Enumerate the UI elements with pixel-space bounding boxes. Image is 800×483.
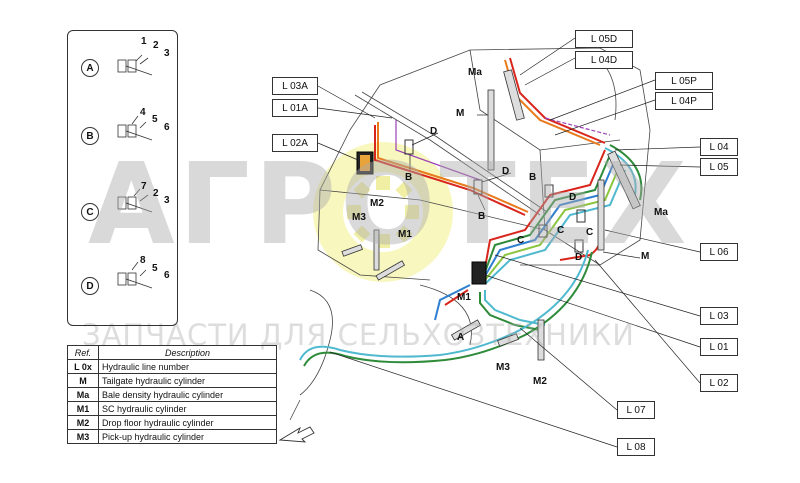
line-label-l08: L 08 <box>617 438 655 456</box>
pickup-cylinder-left <box>341 244 363 257</box>
key-num-a3: 3 <box>164 48 170 59</box>
key-letter-b: B <box>81 127 99 145</box>
legend-desc: Tailgate hydraulic cylinder <box>98 373 277 388</box>
key-num-b2: 5 <box>152 114 158 125</box>
baler-frame-outline <box>289 47 651 421</box>
tag-b-2: B <box>478 211 486 222</box>
direction-arrow-icon <box>278 426 315 443</box>
tailgate-cylinder-right <box>597 179 605 251</box>
tag-b-3: B <box>529 172 537 183</box>
key-letter-a: A <box>81 59 99 77</box>
legend-row: M3 Pick-up hydraulic cylinder <box>67 429 277 444</box>
watermark-gear-icon <box>313 142 453 282</box>
line-label-l03a: L 03A <box>272 77 318 95</box>
legend-ref: M <box>67 373 99 388</box>
key-num-a1: 1 <box>141 36 147 47</box>
line-label-l05d: L 05D <box>575 30 633 48</box>
legend-desc: Bale density hydraulic cylinder <box>98 387 277 402</box>
legend-ref: L 0x <box>67 359 99 374</box>
key-panel-sketches <box>117 54 153 289</box>
tag-m1-left: M1 <box>398 229 412 240</box>
key-letter-d: D <box>81 277 99 295</box>
drop-floor-cylinder-bottom <box>537 319 545 361</box>
connector-key-panel <box>67 30 178 326</box>
tag-a-bottom: A <box>457 332 465 343</box>
tag-c-2: C <box>557 225 565 236</box>
line-label-l05: L 05 <box>700 158 738 176</box>
legend-desc: Hydraulic line number <box>98 359 277 374</box>
legend-table: Ref. Description L 0x Hydraulic line num… <box>67 345 277 444</box>
sc-cylinder-bottom <box>450 319 482 341</box>
key-num-d1: 8 <box>140 255 146 266</box>
tag-m3-left: M3 <box>352 212 366 223</box>
legend-header-desc: Description <box>98 345 277 360</box>
legend-ref: Ma <box>67 387 99 402</box>
bale-density-cylinder-right <box>607 150 641 210</box>
tag-m1-bottom: M1 <box>457 292 471 303</box>
legend-row: M1 SC hydraulic cylinder <box>67 401 277 416</box>
tag-m2-left: M2 <box>370 198 384 209</box>
sc-cylinder-left <box>375 260 406 281</box>
tag-d-2: D <box>502 166 510 177</box>
key-num-c2: 2 <box>153 188 159 199</box>
line-label-l05p: L 05P <box>655 72 713 90</box>
key-num-c3: 3 <box>164 195 170 206</box>
key-num-b3: 6 <box>164 122 170 133</box>
pickup-cylinder-bottom <box>497 333 519 347</box>
tag-ma-right: Ma <box>654 207 668 218</box>
legend-desc: Drop floor hydraulic cylinder <box>98 415 277 430</box>
tag-d-1: D <box>430 126 438 137</box>
key-letter-c: C <box>81 203 99 221</box>
legend-header-ref: Ref. <box>67 345 99 360</box>
line-label-l02: L 02 <box>700 374 738 392</box>
valve-blocks <box>356 139 586 285</box>
tag-m3-bottom: M3 <box>496 362 510 373</box>
tag-ma-top: Ma <box>468 67 482 78</box>
legend-row: M Tailgate hydraulic cylinder <box>67 373 277 388</box>
tag-d-3: D <box>569 192 577 203</box>
legend-row: Ma Bale density hydraulic cylinder <box>67 387 277 402</box>
line-label-l01a: L 01A <box>272 99 318 117</box>
tag-c-1: C <box>517 235 525 246</box>
line-label-l04p: L 04P <box>655 92 713 110</box>
line-label-l03: L 03 <box>700 307 738 325</box>
bale-density-cylinder-top <box>503 69 525 121</box>
key-num-c1: 7 <box>141 181 147 192</box>
drop-floor-cylinder-left <box>373 229 380 271</box>
legend-row: M2 Drop floor hydraulic cylinder <box>67 415 277 430</box>
line-label-l07: L 07 <box>617 401 655 419</box>
tailgate-cylinder-top <box>487 89 495 171</box>
line-label-l04: L 04 <box>700 138 738 156</box>
tag-m-top: M <box>456 108 465 119</box>
legend-ref: M2 <box>67 415 99 430</box>
valve-block-center <box>471 261 487 285</box>
line-label-l01: L 01 <box>700 338 738 356</box>
tag-m2-bottom: M2 <box>533 376 547 387</box>
line-label-l02a: L 02A <box>272 134 318 152</box>
tag-c-3: C <box>586 227 594 238</box>
key-num-a2: 2 <box>153 40 159 51</box>
tag-d-4: D <box>575 252 583 263</box>
line-label-l04d: L 04D <box>575 51 633 69</box>
legend-row: L 0x Hydraulic line number <box>67 359 277 374</box>
cylinders <box>341 69 641 361</box>
leader-lines <box>317 37 701 448</box>
legend-ref: M1 <box>67 401 99 416</box>
legend-desc: Pick-up hydraulic cylinder <box>98 429 277 444</box>
watermark-logo: АГРОТЕХ <box>88 140 691 270</box>
key-num-d2: 5 <box>152 263 158 274</box>
tag-m-right: M <box>641 251 650 262</box>
tag-b-1: B <box>405 172 413 183</box>
key-num-b1: 4 <box>140 107 146 118</box>
legend-desc: SC hydraulic cylinder <box>98 401 277 416</box>
line-label-l06: L 06 <box>700 243 738 261</box>
key-num-d3: 6 <box>164 270 170 281</box>
legend-header: Ref. Description <box>67 345 277 360</box>
legend-ref: M3 <box>67 429 99 444</box>
